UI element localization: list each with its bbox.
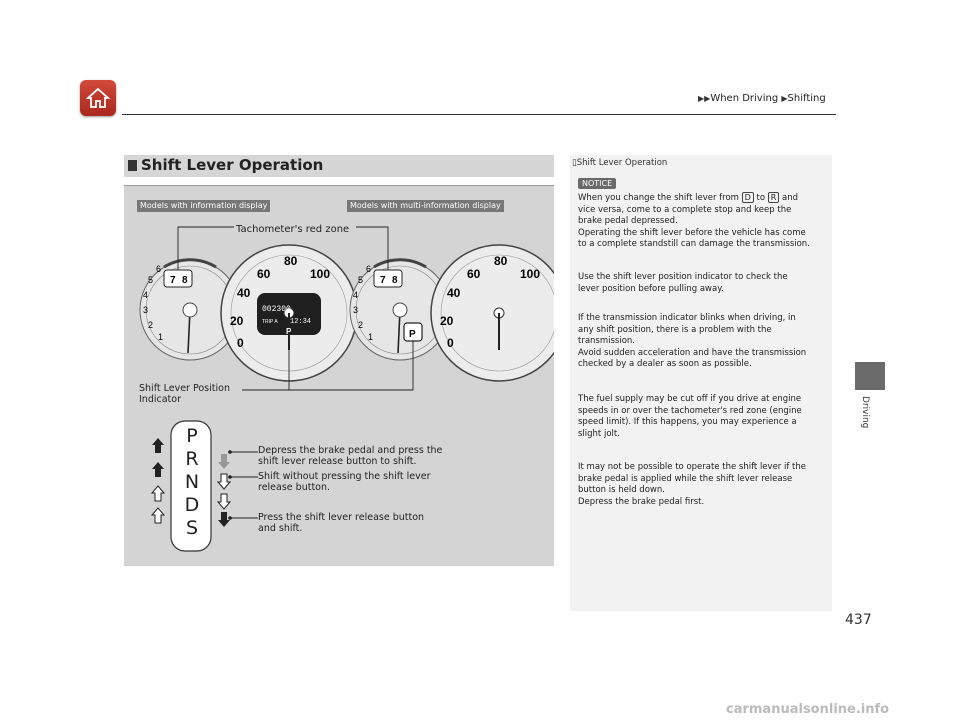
arrow-up-filled-icon (152, 438, 164, 453)
tach-number: 3 (353, 305, 358, 315)
odometer-readout: 002300 (262, 305, 291, 314)
speed-number: 20 (440, 314, 454, 328)
chapter-tab-label: Driving (860, 396, 870, 429)
callout-shift-indicator-line1: Shift Lever Position (139, 383, 230, 394)
callout-depress-brake-line2: shift lever release button to shift. (258, 456, 417, 467)
speed-number: 60 (257, 267, 271, 281)
gear-position-readout: P (286, 327, 292, 336)
chapter-tab[interactable] (855, 362, 885, 390)
callout-shift-without-line1: Shift without pressing the shift lever (258, 471, 431, 482)
arrow-down-grey-icon (218, 454, 230, 469)
gear-letters: P R N D S (178, 425, 206, 540)
notes-paragraph-3: If the transmission indicator blinks whe… (578, 313, 807, 370)
right-cluster (349, 244, 554, 382)
breadcrumb: ▶▶When Driving ▶Shifting (698, 93, 826, 104)
gear-indicator-readout: P (409, 329, 416, 340)
speed-number: 20 (230, 314, 244, 328)
gear-letter: R (185, 448, 199, 470)
tach-number: 6 (156, 264, 161, 274)
tach-number: 4 (353, 290, 358, 300)
header-divider (122, 114, 836, 115)
notes-ref-icon: ▯ (572, 158, 577, 168)
gear-letter: S (185, 517, 199, 539)
arrow-up-outline-icon (150, 507, 166, 524)
notes-paragraph-4: The fuel supply may be cut off if you dr… (578, 394, 802, 439)
tach-number: 8 (392, 275, 398, 286)
arrow-up-outline-icon (150, 485, 166, 502)
speed-number: 100 (310, 267, 330, 281)
tach-number: 1 (158, 332, 163, 342)
arrow-down-filled-icon (218, 512, 230, 527)
callout-shift-without-button: Shift without pressing the shift lever r… (258, 471, 431, 493)
section-title: Shift Lever Operation (141, 156, 324, 174)
callout-depress-brake-line1: Depress the brake pedal and press the (258, 445, 443, 456)
callout-tachometer-red-zone: Tachometer's red zone (236, 224, 350, 235)
callout-press-line2: and shift. (258, 523, 303, 534)
key-d: D (741, 192, 754, 203)
trip-readout: TRIP A (262, 319, 278, 325)
tach-number: 2 (148, 320, 153, 330)
notes-paragraph-2: Use the shift lever position indicator t… (578, 272, 788, 294)
speed-number: 100 (520, 267, 540, 281)
breadcrumb-item-shifting[interactable]: Shifting (787, 93, 826, 104)
home-icon (85, 87, 111, 108)
speed-number: 80 (284, 254, 298, 268)
breadcrumb-item-when-driving[interactable]: When Driving (710, 93, 779, 104)
speed-number: 0 (237, 336, 244, 350)
chevron-right-icon: ▶▶ (698, 94, 711, 103)
section-marker-icon (128, 160, 137, 171)
tach-number: 7 (170, 275, 176, 286)
speed-number: 0 (447, 336, 454, 350)
callout-press-release-button: Press the shift lever release button and… (258, 512, 424, 534)
arrow-down-outline-icon (216, 493, 232, 510)
callout-shift-without-line2: release button. (258, 482, 331, 493)
shift-gate-diagram (150, 420, 258, 552)
key-r: R (767, 192, 780, 203)
tach-number: 8 (182, 275, 188, 286)
tach-number: 2 (358, 320, 363, 330)
notice-badge: NOTICE (578, 178, 617, 189)
callout-shift-indicator-line2: Indicator (139, 394, 181, 405)
arrow-up-filled-icon (152, 462, 164, 477)
shift-gate-outline (170, 420, 212, 552)
chevron-right-icon: ▶ (781, 94, 788, 103)
model-tag-multi-information-display: Models with multi-information display (347, 200, 504, 212)
callout-shift-indicator: Shift Lever Position Indicator (139, 383, 230, 405)
notes-paragraph-5: It may not be possible to operate the sh… (578, 462, 807, 507)
tach-number: 4 (143, 290, 148, 300)
page-number: 437 (845, 612, 872, 628)
gear-letter: N (184, 471, 200, 493)
model-tag-information-display: Models with information display (137, 200, 271, 212)
tach-number: 7 (380, 275, 386, 286)
tach-number: 3 (143, 305, 148, 315)
speed-number: 40 (447, 286, 461, 300)
watermark: carmanualsonline.info (726, 702, 890, 717)
tach-number: 5 (358, 275, 363, 285)
instrument-cluster-illustration: 1 2 3 4 5 6 7 8 1 2 3 4 5 6 7 8 0 20 40 … (139, 226, 554, 391)
gear-letter: P (186, 425, 198, 447)
notes-sidebar (570, 155, 832, 611)
speed-number: 80 (494, 254, 508, 268)
tach-number: 5 (148, 275, 153, 285)
arrow-down-outline-icon (216, 473, 232, 490)
gear-letter: D (184, 494, 200, 516)
home-button[interactable] (80, 80, 116, 116)
callout-depress-brake: Depress the brake pedal and press the sh… (258, 445, 442, 467)
callout-press-line1: Press the shift lever release button (258, 512, 425, 523)
speed-number: 40 (237, 286, 251, 300)
section-heading: Shift Lever Operation (124, 155, 554, 177)
callout-line (289, 341, 414, 391)
notes-paragraph-1: When you change the shift lever from D t… (578, 192, 810, 250)
callout-line (177, 226, 234, 270)
notes-title: ▯Shift Lever Operation (572, 158, 668, 168)
clock-readout: 12:34 (290, 318, 311, 326)
tach-number: 6 (366, 264, 371, 274)
callout-line (356, 226, 389, 270)
tach-number: 1 (368, 332, 373, 342)
left-cluster (139, 244, 358, 382)
speed-number: 60 (467, 267, 481, 281)
